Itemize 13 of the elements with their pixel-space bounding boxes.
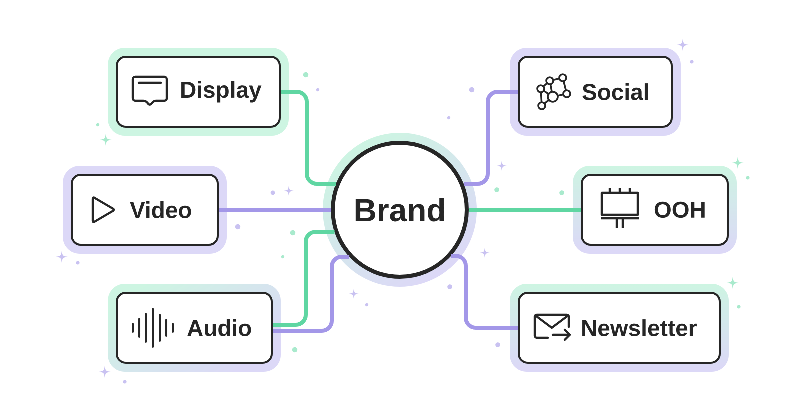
connector-line: [273, 230, 335, 327]
connector-line: [219, 208, 331, 212]
connector-line: [273, 255, 350, 333]
connector-line: [451, 254, 518, 330]
connector-line: [464, 90, 518, 186]
channel-box: Social: [510, 48, 681, 136]
channel-box: Audio: [116, 292, 273, 364]
channel-box: Newsletter: [518, 292, 721, 364]
channel-box: Video: [63, 166, 227, 254]
connector-line: [469, 208, 581, 212]
channel-box: OOH: [581, 174, 729, 246]
channel-box: Display: [108, 48, 289, 136]
connector-line: [281, 90, 336, 186]
